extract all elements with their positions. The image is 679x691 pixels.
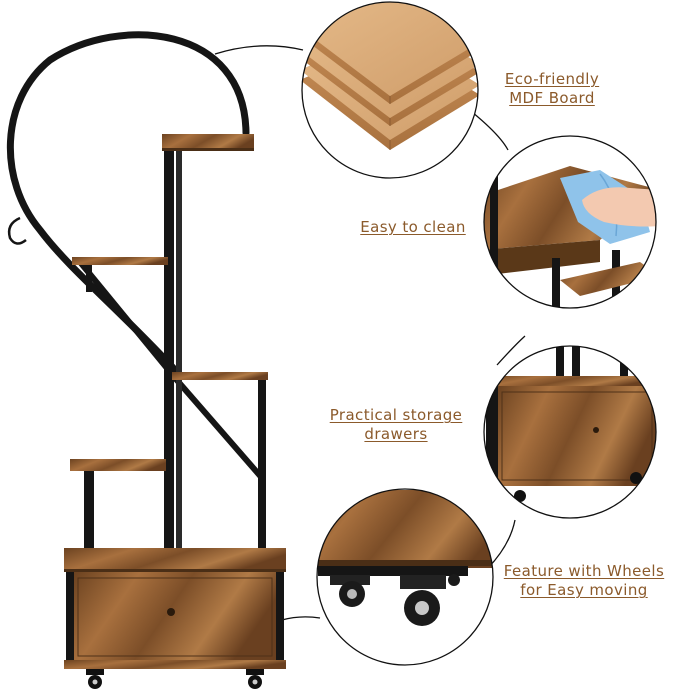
hand-icon — [582, 187, 656, 227]
callout-circle-wheels — [316, 488, 494, 666]
wheel — [86, 669, 264, 689]
callout-label-drawers: Practical storage drawers — [329, 406, 463, 443]
callout-label-mdf: Eco-friendly MDF Board — [504, 70, 600, 107]
plant-stand — [6, 31, 286, 689]
callout-circle-drawer — [483, 345, 657, 519]
callout-label-wheels: Feature with Wheels for Easy moving — [503, 562, 665, 599]
hook-icon — [7, 216, 27, 245]
callout-label-clean: Easy to clean — [360, 218, 466, 236]
callout-circle-mdf — [301, 1, 479, 179]
drawer-knob — [167, 608, 175, 616]
callout-circle-clean — [483, 135, 657, 309]
